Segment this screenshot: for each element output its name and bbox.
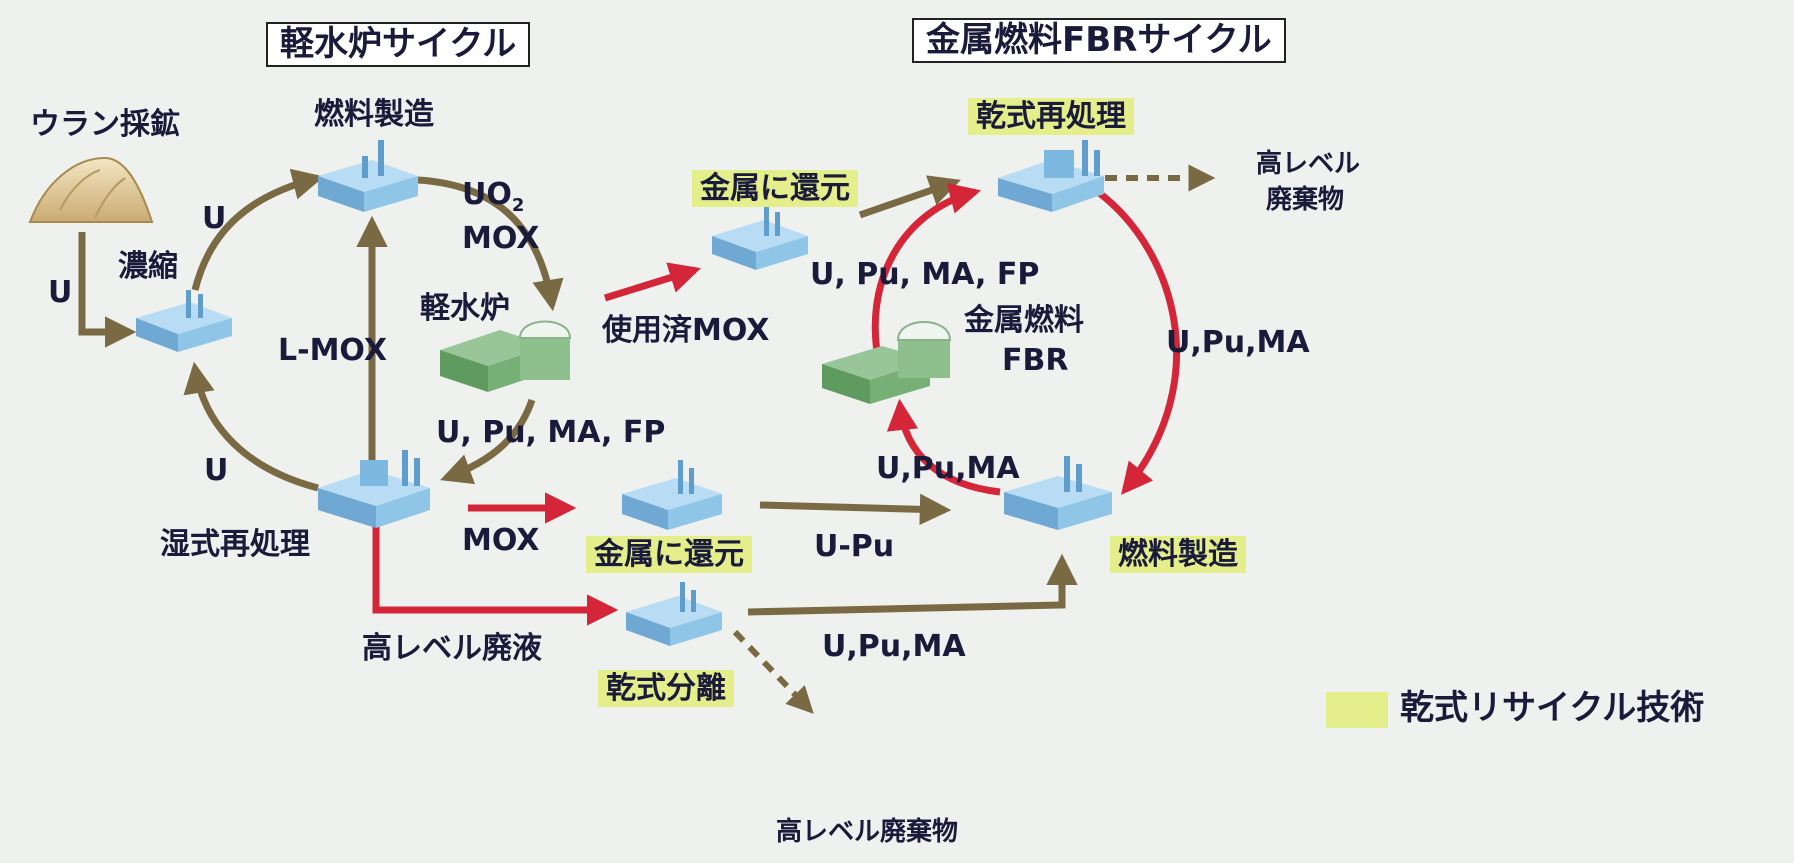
flow-upumafp-lwr: U, Pu, MA, FP	[436, 415, 666, 450]
flow-mox-reduction: MOX	[462, 523, 540, 558]
fuel-fab-lwr-label: 燃料製造	[314, 97, 434, 132]
metal-reduction-top-label: 金属に還元	[692, 170, 858, 207]
hl-liquid-waste-label: 高レベル廃液	[362, 631, 542, 666]
arrow-separation-to-fbr-fab	[747, 553, 1078, 616]
flow-upumafp-fbr: U, Pu, MA, FP	[810, 257, 1040, 292]
dry-separation-plant-icon	[626, 582, 722, 646]
metal-reduction-bottom-label: 金属に還元	[586, 536, 752, 573]
fuel-fab-fbr-plant-icon	[1004, 456, 1112, 530]
flow-u-reproc-enrich: U	[204, 453, 229, 488]
uranium-ore-pile-icon	[28, 156, 154, 223]
flow-upu: U-Pu	[814, 529, 895, 564]
metal-fbr-reactor-icon	[822, 321, 952, 404]
hl-waste-top-line1: 高レベル	[1256, 149, 1361, 179]
arrow-reduction-to-dry-reproc	[858, 175, 961, 219]
lwr-label: 軽水炉	[420, 291, 510, 326]
fuel-fab-lwr-plant-icon	[318, 140, 418, 212]
legend-swatch	[1326, 692, 1388, 728]
flow-lmox: L-MOX	[278, 333, 387, 368]
enrichment-label: 濃縮	[118, 249, 178, 284]
hl-waste-bottom-label: 高レベル廃棄物	[776, 817, 959, 847]
lwr-cycle-title: 軽水炉サイクル	[266, 22, 531, 68]
metal-reduction-top-plant-icon	[712, 206, 808, 270]
flow-uo2: UO2	[462, 177, 525, 216]
arrow-fbr-fab-to-fbr	[886, 398, 1001, 496]
enrichment-plant-icon	[136, 290, 232, 352]
flow-spent-mox: 使用済MOX	[602, 313, 770, 348]
dry-reprocessing-label: 乾式再処理	[968, 98, 1134, 135]
arrow-lwr-to-reproc	[440, 398, 536, 485]
dry-reprocessing-plant-icon	[998, 140, 1104, 212]
flow-mox: MOX	[462, 221, 540, 256]
dry-separation-label: 乾式分離	[598, 670, 734, 707]
wet-reprocessing-label: 湿式再処理	[160, 527, 310, 562]
uranium-mining-label: ウラン採鉱	[30, 107, 180, 142]
flow-upuma-left: U,Pu,MA	[876, 451, 1020, 486]
arrow-enrich-to-fab	[191, 168, 325, 291]
flow-upuma-right: U,Pu,MA	[1166, 325, 1310, 360]
metal-fbr-label-line1: 金属燃料	[964, 303, 1084, 338]
flow-upuma-bottom: U,Pu,MA	[822, 629, 966, 664]
fuel-fab-fbr-label: 燃料製造	[1110, 536, 1246, 573]
fbr-cycle-title: 金属燃料FBRサイクル	[912, 18, 1286, 64]
flow-u-mining: U	[48, 275, 73, 310]
arrow-mining-to-enrich	[78, 232, 137, 348]
arrow-fab-to-lwr	[417, 176, 564, 312]
hl-waste-top-line2: 廃棄物	[1266, 185, 1345, 215]
arrow-hl-liquid-waste	[372, 518, 619, 626]
light-water-reactor-icon	[440, 320, 572, 392]
arrow-spent-mox	[603, 262, 702, 302]
metal-fbr-label-line2: FBR	[1002, 343, 1069, 378]
wet-reprocessing-plant-icon	[318, 450, 430, 528]
arrow-reproc-to-enrich	[183, 361, 319, 492]
legend-label: 乾式リサイクル技術	[1400, 688, 1705, 728]
arrow-fbr-to-dry-reproc	[871, 183, 982, 369]
arrow-separation-to-hlw-bottom	[732, 629, 814, 714]
metal-reduction-bottom-plant-icon	[622, 460, 722, 530]
flow-u-enrich-fab: U	[202, 201, 227, 236]
arrow-dry-reproc-to-fbr-fab	[1095, 189, 1181, 495]
arrow-reduction-to-fbr-fab	[759, 493, 952, 526]
